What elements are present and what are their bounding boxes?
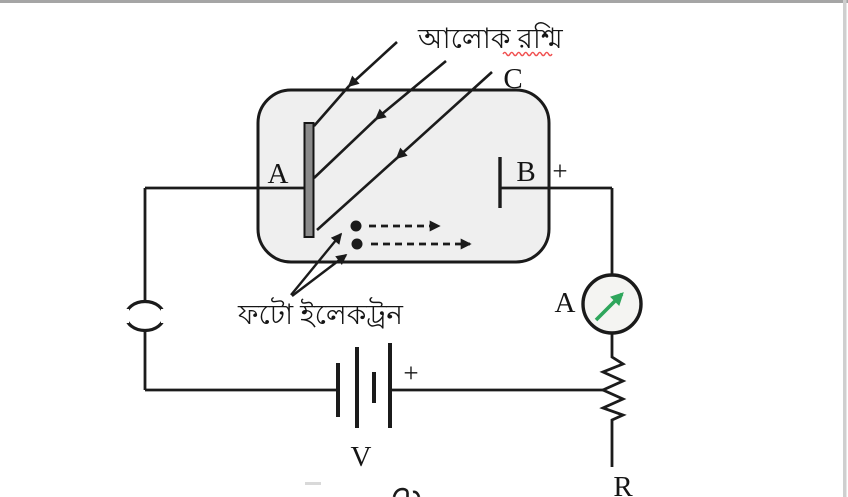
circuit-wires-right (392, 186, 627, 467)
battery-plus-sign: + (403, 358, 418, 388)
anode-b-label: B (516, 156, 535, 188)
ammeter-a-label: A (555, 287, 576, 319)
resistor-r-label: R (613, 471, 633, 497)
resistor-zigzag (599, 351, 627, 467)
cutoff-caption-marks (305, 482, 421, 497)
light-ray-1a (347, 41, 398, 88)
page-top-border (0, 0, 848, 3)
key-oval (124, 299, 166, 333)
light-ray-1b (313, 85, 350, 127)
light-ray-3a (395, 71, 493, 160)
electron-dot-2 (351, 238, 363, 250)
cutoff-mark-2 (412, 490, 421, 497)
cathode-a-label: A (268, 158, 289, 190)
cutoff-mark-faint (305, 482, 321, 485)
light-ray-2b (313, 118, 377, 179)
key-gap-left (121, 309, 129, 323)
photoelectrons (290, 220, 472, 297)
key-gap-right (161, 309, 169, 323)
collector-c-label: C (503, 63, 522, 95)
light-ray-2a (374, 59, 447, 121)
cutoff-mark-1 (392, 487, 409, 497)
key-symbol (121, 299, 169, 333)
circuit-wires-left (143, 186, 336, 392)
pointer-arrow-1 (290, 232, 343, 296)
light-rays (313, 41, 493, 231)
light-ray-3b (316, 157, 398, 231)
ammeter (581, 273, 643, 335)
light-rays-label: আলোক রশ্মি (417, 22, 564, 55)
anode-plus-sign: + (552, 156, 567, 186)
photoelectron-label: ফটো ইলেকট্রন (237, 297, 404, 331)
ammeter-needle (594, 292, 624, 322)
battery-symbol (336, 343, 392, 428)
spellcheck-underline (502, 51, 553, 57)
vacuum-tube (256, 88, 551, 264)
pointer-arrow-2 (291, 254, 348, 297)
electron-dot-1 (350, 220, 362, 232)
battery-v-label: V (351, 441, 372, 473)
page-right-border (843, 0, 847, 497)
cathode-plate (303, 122, 315, 238)
